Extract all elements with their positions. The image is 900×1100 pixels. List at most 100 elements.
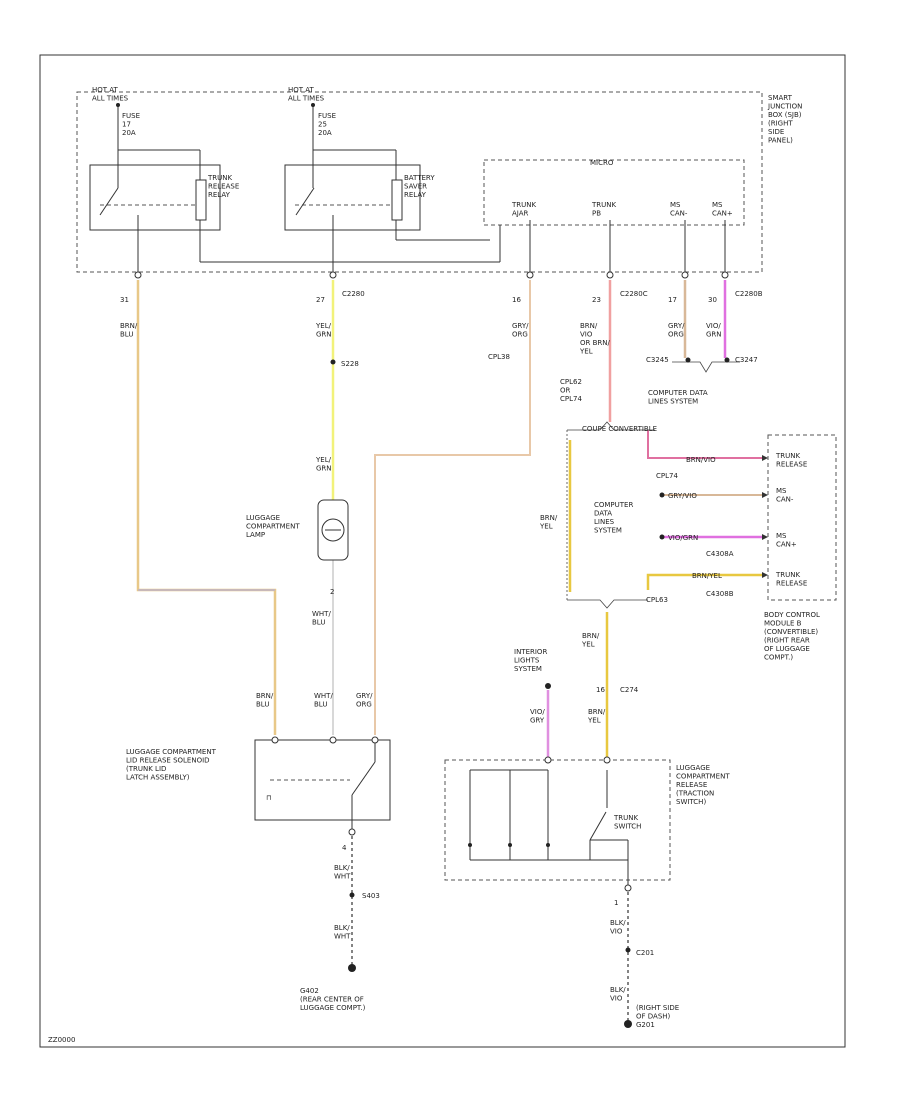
- label-luggage-switch-3: (TRACTION: [676, 790, 714, 798]
- label-relay2-1: SAVER: [404, 183, 427, 191]
- label-latch-3: LATCH ASSEMBLY): [126, 774, 190, 782]
- label-trunk-switch-0: TRUNK: [613, 814, 638, 822]
- label-trunk-ajar-1: AJAR: [512, 210, 529, 218]
- label-hot2-0: HOT AT: [288, 86, 315, 94]
- label-wire-gry-org2-0: GRY/: [356, 692, 373, 700]
- label-fuse2-1: 25: [318, 121, 327, 129]
- label-bcm-0: BODY CONTROL: [764, 611, 820, 619]
- label-wire-blk-vio-1: VIO: [610, 928, 623, 936]
- relay1-coil: [195, 179, 207, 221]
- g402-ground-icon: [348, 964, 356, 972]
- label-trunk-switch-1: SWITCH: [614, 823, 641, 831]
- label-c4308b: C4308B: [706, 590, 734, 598]
- release-switch-box: [444, 759, 671, 881]
- label-sjb-0: SMART: [768, 94, 793, 102]
- label-c2280-b: C2280C: [620, 290, 648, 298]
- outer-frame: [39, 54, 846, 1048]
- label-sjb-1: JUNCTION: [767, 103, 802, 111]
- label-relay2-0: BATTERY: [404, 174, 435, 182]
- label-c2280-c: C2280B: [735, 290, 763, 298]
- label-wire4-1: VIO: [580, 331, 593, 339]
- label-lamp-1: COMPARTMENT: [246, 523, 300, 531]
- label-mini-wire3: VIO/GRN: [668, 534, 698, 542]
- label-interior-0: INTERIOR: [514, 648, 547, 656]
- label-ms-can-pos-1: CAN+: [712, 210, 733, 218]
- connector-terminals: [134, 271, 729, 279]
- label-cdl-mid-2: LINES: [594, 518, 615, 526]
- label-cpl38: CPL38: [488, 353, 510, 361]
- label-wire4-2: OR BRN/: [580, 339, 611, 347]
- label-micro: MICRO: [590, 159, 614, 167]
- luggage-lamp-symbol: [317, 499, 349, 561]
- label-cdl-mid-1: DATA: [594, 510, 612, 518]
- label-hot1-1: ALL TIMES: [92, 95, 129, 103]
- label-latch-2: (TRUNK LID: [126, 765, 166, 773]
- label-wire-brn-yel3-1: YEL: [587, 717, 601, 725]
- label-wire-gry-org2-1: ORG: [356, 701, 372, 709]
- label-bcm-ms-can-pos-1: CAN+: [776, 541, 797, 549]
- relay2-coil: [391, 179, 403, 221]
- wire-gry-org: [374, 280, 531, 735]
- label-g201-2: G201: [636, 1021, 655, 1029]
- label-wire-brn-yel-0: BRN/: [540, 514, 558, 522]
- label-fuse2-0: FUSE: [318, 112, 336, 120]
- label-wire4-0: BRN/: [580, 322, 598, 330]
- label-sjb-5: PANEL): [768, 137, 793, 145]
- label-ms-can-neg-0: MS: [670, 201, 681, 209]
- label-pin2: 27: [316, 296, 325, 304]
- label-wire-blk-wht2-0: BLK/: [334, 924, 350, 932]
- label-lamp-0: LUGGAGE: [246, 514, 280, 522]
- label-fuse2-2: 20A: [318, 129, 332, 137]
- label-bcm-4: OF LUGGAGE: [764, 645, 810, 653]
- label-latch-1: LID RELEASE SOLENOID: [126, 757, 210, 765]
- label-wire-yel-grn2-1: GRN: [316, 465, 332, 473]
- label-luggage-switch-1: COMPARTMENT: [676, 773, 730, 781]
- label-pin1: 31: [120, 296, 129, 304]
- bcm-pins: [762, 455, 768, 578]
- label-luggage-switch-0: LUGGAGE: [676, 764, 710, 772]
- wire-brn-blu: [136, 280, 277, 735]
- label-wire-blk-wht2-1: WHT: [334, 933, 351, 941]
- label-wire3-1: ORG: [512, 331, 528, 339]
- label-wire5-1: ORG: [668, 331, 684, 339]
- label-fuse1-1: 17: [122, 121, 131, 129]
- label-c3245: C3245: [646, 356, 669, 364]
- label-bcm-2: (CONVERTIBLE): [764, 628, 818, 636]
- label-cdl-top-0: COMPUTER DATA: [648, 389, 708, 397]
- label-g201-1: OF DASH): [636, 1013, 671, 1021]
- label-cpl63: CPL63: [646, 596, 668, 604]
- label-pin3: 16: [512, 296, 521, 304]
- g201-ground-icon: [624, 1020, 632, 1028]
- label-wire-blk-wht-0: BLK/: [334, 864, 350, 872]
- label-wire6-1: GRN: [706, 331, 722, 339]
- label-cpl62-1: OR: [560, 387, 571, 395]
- label-cpl74: CPL74: [656, 472, 678, 480]
- label-wire-wht-blu-0: WHT/: [312, 610, 331, 618]
- label-sjb-2: BOX (SJB): [768, 111, 802, 119]
- label-g402-1: (REAR CENTER OF: [300, 996, 364, 1004]
- label-wire1-1: BLU: [120, 331, 133, 339]
- label-g402-2: LUGGAGE COMPT.): [300, 1004, 366, 1012]
- label-lamp-pin: 2: [330, 588, 334, 596]
- label-wire-blk-vio-0: BLK/: [610, 919, 626, 927]
- label-interior-2: SYSTEM: [514, 665, 542, 673]
- label-wire-brn-yel-1: YEL: [539, 523, 553, 531]
- sjb-box: [76, 91, 763, 273]
- label-wire-blk-wht-1: WHT: [334, 873, 351, 881]
- label-wire4-3: YEL: [579, 348, 593, 356]
- label-wire-brn-yel3-0: BRN/: [588, 708, 606, 716]
- label-cdl-top-1: LINES SYSTEM: [648, 398, 698, 406]
- label-s403: S403: [362, 892, 380, 900]
- label-relay1-2: RELAY: [208, 191, 231, 199]
- battery-saver-relay-box: [284, 164, 421, 231]
- solenoid-icon: ⊓: [266, 794, 271, 802]
- label-c4308a: C4308A: [706, 550, 734, 558]
- label-wire-wht-blu2-1: BLU: [314, 701, 327, 709]
- label-pin6: 30: [708, 296, 717, 304]
- label-relay1-1: RELEASE: [208, 183, 239, 191]
- label-s228: S228: [341, 360, 359, 368]
- label-sjb-3: (RIGHT: [768, 120, 793, 128]
- label-footer: ZZ0000: [48, 1036, 75, 1044]
- label-wire1-0: BRN/: [120, 322, 138, 330]
